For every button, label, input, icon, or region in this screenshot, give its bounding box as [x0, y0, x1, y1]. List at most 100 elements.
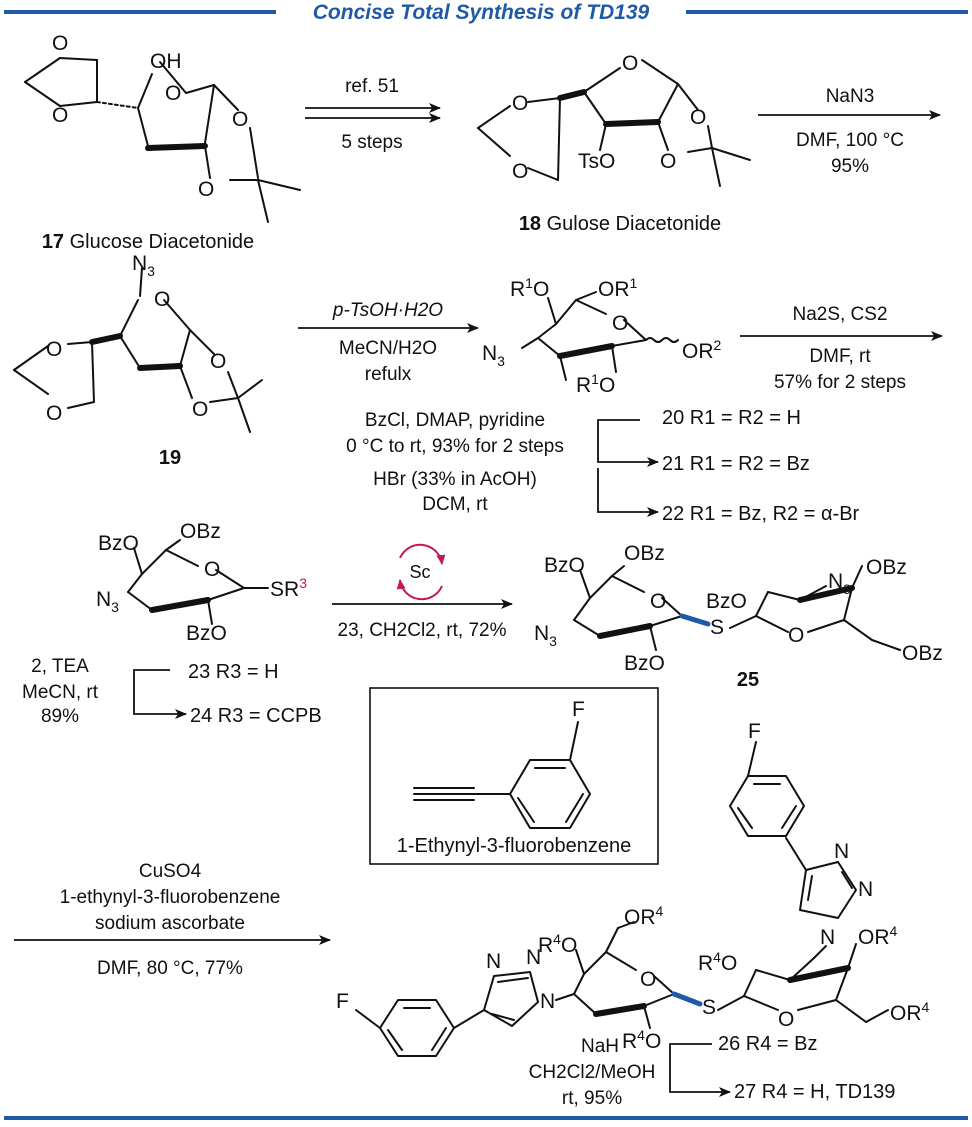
svg-text:O: O — [46, 402, 62, 425]
svg-text:O: O — [232, 108, 248, 131]
compound-25-label: 25 — [737, 669, 759, 691]
svg-text:OBz: OBz — [902, 642, 943, 665]
svg-text:R1O: R1O — [576, 371, 615, 397]
svg-text:OH: OH — [150, 50, 182, 73]
arrow-4: Na2S, CS2 DMF, rt 57% for 2 steps — [740, 304, 943, 393]
svg-text:57% for 2 steps: 57% for 2 steps — [774, 372, 906, 393]
svg-text:N: N — [526, 946, 541, 969]
svg-text:OBz: OBz — [624, 542, 665, 565]
svg-text:O: O — [512, 160, 528, 183]
svg-text:N: N — [486, 950, 501, 973]
svg-text:CH2Cl2/MeOH: CH2Cl2/MeOH — [529, 1062, 656, 1083]
scheme-title: Concise Total Synthesis of TD139 — [313, 1, 650, 24]
compound-17-label: 17 Glucose Diacetonide — [42, 231, 254, 253]
svg-text:OBz: OBz — [180, 520, 221, 543]
svg-text:R1O: R1O — [510, 275, 549, 301]
svg-text:F: F — [572, 698, 585, 721]
compound-26-structure: F N N N R4O OR4 O S R4O — [336, 720, 930, 1057]
svg-text:O: O — [46, 338, 62, 361]
sc-cycle-icon: Sc — [396, 543, 446, 601]
svg-text:Sc: Sc — [409, 562, 430, 582]
svg-text:1-ethynyl-3-fluorobenzene: 1-ethynyl-3-fluorobenzene — [60, 887, 281, 908]
svg-text:O: O — [198, 178, 214, 201]
svg-text:O: O — [612, 312, 628, 335]
svg-text:O: O — [690, 106, 706, 129]
svg-text:O: O — [52, 104, 68, 127]
svg-text:OR1: OR1 — [598, 275, 638, 301]
svg-text:NaH: NaH — [581, 1036, 619, 1057]
svg-text:OR4: OR4 — [890, 999, 930, 1025]
svg-text:R4O: R4O — [538, 931, 577, 957]
svg-text:OR4: OR4 — [624, 903, 664, 929]
svg-text:BzO: BzO — [544, 554, 585, 577]
svg-text:refulx: refulx — [365, 364, 412, 385]
svg-text:sodium ascorbate: sodium ascorbate — [95, 913, 245, 934]
arrow-1: ref. 51 5 steps — [305, 76, 441, 153]
svg-text:OBz: OBz — [866, 556, 907, 579]
svg-text:O: O — [512, 92, 528, 115]
arrow-6: Sc 23, CH2Cl2, rt, 72% — [332, 543, 513, 641]
svg-text:O: O — [788, 624, 804, 647]
svg-text:Na2S, CS2: Na2S, CS2 — [792, 304, 887, 325]
svg-text:OR2: OR2 — [682, 337, 722, 363]
product-23-label: 23 R3 = H — [188, 661, 279, 683]
svg-text:MeCN/H2O: MeCN/H2O — [339, 338, 437, 359]
svg-text:BzO: BzO — [706, 590, 747, 613]
svg-text:O: O — [622, 52, 638, 75]
svg-text:O: O — [650, 590, 666, 613]
product-20-label: 20 R1 = R2 = H — [662, 407, 801, 429]
compound-19-structure: O O N3 O O O — [13, 252, 263, 433]
svg-text:S: S — [710, 616, 724, 639]
svg-text:O: O — [192, 398, 208, 421]
svg-text:O: O — [52, 32, 68, 55]
svg-text:2, TEA: 2, TEA — [31, 656, 89, 677]
compound-18-label: 18 Gulose Diacetonide — [519, 213, 721, 235]
compound-23-structure: BzO OBz O N3 SR3 BzO — [96, 520, 307, 645]
svg-text:95%: 95% — [831, 156, 869, 177]
svg-text:OR4: OR4 — [858, 923, 898, 949]
svg-text:N: N — [820, 926, 835, 949]
svg-text:N3: N3 — [828, 570, 851, 597]
svg-text:O: O — [640, 968, 656, 991]
svg-text:BzO: BzO — [624, 652, 665, 675]
svg-text:DCM, rt: DCM, rt — [422, 494, 488, 515]
product-26-label: 26 R4 = Bz — [718, 1033, 818, 1055]
arrow-7: 2, TEA MeCN, rt 89% — [22, 656, 187, 727]
svg-text:BzCl, DMAP, pyridine: BzCl, DMAP, pyridine — [365, 410, 545, 431]
arrow-9: NaH CH2Cl2/MeOH rt, 95% — [529, 1036, 731, 1109]
arrow-8: CuSO4 1-ethynyl-3-fluorobenzene sodium a… — [14, 861, 331, 979]
svg-text:O: O — [778, 1008, 794, 1031]
header: Concise Total Synthesis of TD139 — [4, 1, 968, 24]
svg-text:O: O — [210, 350, 226, 373]
svg-text:O: O — [660, 150, 676, 173]
svg-text:TsO: TsO — [578, 150, 615, 173]
svg-text:89%: 89% — [41, 706, 79, 727]
arrow-3: p-TsOH·H2O MeCN/H2O refulx — [298, 300, 479, 385]
compound-18-structure: O O O O TsO O — [477, 52, 751, 187]
svg-text:CuSO4: CuSO4 — [139, 861, 202, 882]
svg-text:F: F — [748, 720, 761, 743]
svg-text:0 °C to rt, 93% for 2 steps: 0 °C to rt, 93% for 2 steps — [346, 436, 564, 457]
product-22-label: 22 R1 = Bz, R2 = α-Br — [662, 503, 860, 525]
svg-text:p-TsOH·H2O: p-TsOH·H2O — [332, 300, 443, 321]
svg-text:R4O: R4O — [622, 1027, 661, 1053]
product-21-label: 21 R1 = R2 = Bz — [662, 453, 810, 475]
svg-text:O: O — [204, 558, 220, 581]
svg-text:SR3: SR3 — [270, 575, 307, 601]
compound-19-label: 19 — [159, 447, 181, 469]
product-27-label: 27 R4 = H, TD139 — [734, 1081, 895, 1103]
svg-text:HBr (33% in AcOH): HBr (33% in AcOH) — [373, 469, 537, 490]
svg-text:DMF, 80 °C, 77%: DMF, 80 °C, 77% — [97, 958, 243, 979]
svg-text:S: S — [702, 996, 716, 1019]
svg-text:rt, 95%: rt, 95% — [562, 1088, 622, 1109]
arrow-5: BzCl, DMAP, pyridine 0 °C to rt, 93% for… — [346, 410, 659, 517]
svg-text:23, CH2Cl2, rt, 72%: 23, CH2Cl2, rt, 72% — [338, 620, 507, 641]
compound-17-structure: O O OH O O O — [24, 32, 301, 223]
arrow-2: NaN3 DMF, 100 °C 95% — [758, 86, 941, 177]
svg-text:N3: N3 — [132, 252, 155, 279]
product-24-label: 24 R3 = CCPB — [190, 705, 322, 727]
svg-text:N: N — [858, 878, 873, 901]
svg-text:DMF, rt: DMF, rt — [809, 346, 871, 367]
svg-text:F: F — [336, 990, 349, 1013]
